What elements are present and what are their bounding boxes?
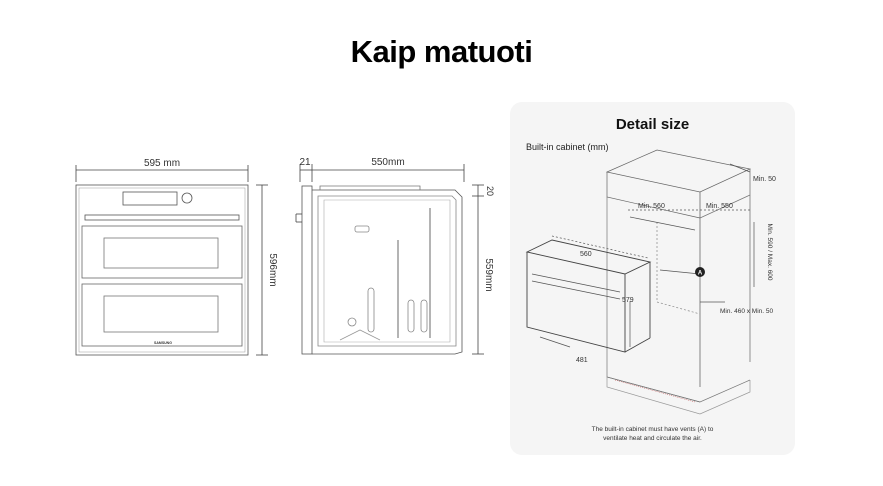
front-width-label: 595 mm — [144, 158, 180, 169]
side-top-gap-label: 20 — [485, 186, 495, 196]
front-height-label: 596mm — [267, 253, 278, 286]
oven-depth-label: 481 — [576, 357, 588, 364]
side-front-depth-label: 21 — [299, 157, 311, 168]
vent-a-icon — [695, 267, 705, 277]
note-line-2: ventilate heat and circulate the air. — [603, 435, 702, 442]
ventilation-note: The built-in cabinet must have vents (A)… — [510, 425, 795, 443]
min460-min50-label: Min. 460 x Min. 50 — [720, 308, 773, 315]
cabinet-installation-diagram: A Min. 50 Min. 560 Min. 550 Min. 590 / M… — [525, 149, 776, 415]
side-depth-label: 550mm — [371, 157, 404, 168]
note-line-1: The built-in cabinet must have vents (A)… — [591, 426, 714, 433]
min560-label: Min. 560 — [638, 203, 665, 210]
min550-label: Min. 550 — [706, 203, 733, 210]
detail-subtitle: Built-in cabinet (mm) — [526, 142, 609, 152]
min590-max600-label: Min. 590 / Max. 600 — [766, 223, 773, 280]
oven-front-view — [75, 165, 268, 356]
side-height-label: 559mm — [483, 258, 494, 291]
oven-height-label: 579 — [622, 297, 634, 304]
vent-a-label: A — [698, 271, 703, 277]
oven-side-view — [295, 164, 484, 355]
brand-logo: SAMSUNG — [154, 341, 172, 345]
detail-title: Detail size — [615, 116, 690, 133]
oven-dimension-drawings: 595 mm SAMSUNG 596mm 21 550mm 20 559mm — [75, 157, 495, 356]
min50-top-label: Min. 50 — [753, 176, 776, 183]
detail-size-card: A Min. 50 Min. 560 Min. 550 Min. 590 / M… — [510, 102, 795, 455]
oven-width-label: 560 — [580, 251, 592, 258]
page-title: Kaip matuoti — [350, 34, 533, 69]
